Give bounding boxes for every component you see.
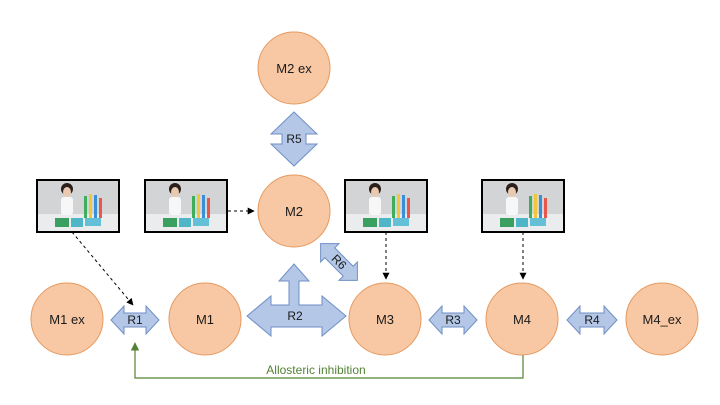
- metabolite-m1ex: M1 ex: [30, 282, 104, 356]
- scientist-photo-icon: [36, 179, 120, 233]
- metabolite-m2ex-label: M2 ex: [276, 61, 312, 76]
- reaction-r5-label: R5: [286, 132, 302, 146]
- scientist-photo-icon: [481, 179, 565, 233]
- metabolite-m1ex-label: M1 ex: [49, 312, 85, 327]
- metabolite-m4: M4: [485, 282, 559, 356]
- reaction-r1-label: R1: [127, 313, 143, 327]
- scientist-photo-icon: [144, 179, 228, 233]
- reaction-r4-label: R4: [584, 313, 600, 327]
- regulation-arrow-r1: [71, 231, 134, 306]
- metabolite-m1: M1: [168, 282, 242, 356]
- reaction-r3: R3: [428, 304, 478, 336]
- reaction-r2-label: R2: [287, 309, 303, 323]
- metabolite-m2: M2: [257, 174, 331, 248]
- reaction-r5: R5: [269, 111, 319, 167]
- metabolite-m2ex: M2 ex: [257, 31, 331, 105]
- allosteric-inhibition-line: [130, 342, 524, 379]
- reaction-r6: R6: [320, 243, 358, 281]
- metabolite-m4ex-label: M4_ex: [642, 312, 682, 327]
- reaction-r4: R4: [566, 304, 618, 336]
- reaction-r1: R1: [110, 304, 160, 336]
- metabolite-m4-label: M4: [513, 312, 531, 327]
- metabolite-m1-label: M1: [196, 312, 214, 327]
- metabolite-m2-label: M2: [285, 204, 303, 219]
- scientist-photo-icon: [344, 179, 428, 233]
- metabolite-m3: M3: [348, 282, 422, 356]
- metabolite-m4ex: M4_ex: [625, 282, 699, 356]
- reaction-r3-label: R3: [445, 313, 461, 327]
- metabolite-m3-label: M3: [376, 312, 394, 327]
- allosteric-inhibition-label: Allosteric inhibition: [266, 363, 365, 377]
- reaction-r2: R2: [246, 263, 347, 338]
